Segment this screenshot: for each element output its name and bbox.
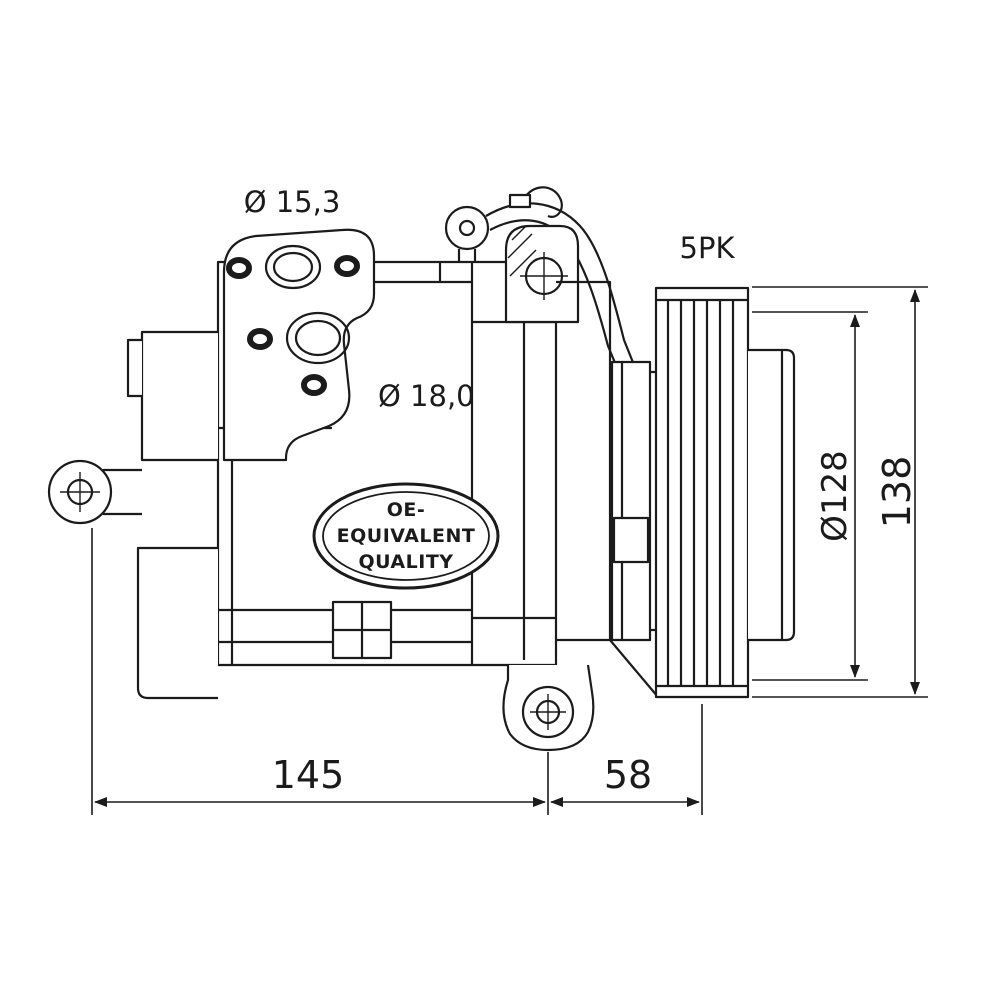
- dimension-overall-height: 138: [752, 286, 928, 698]
- port-hole-15-outer: [264, 244, 322, 290]
- label-port-15: Ø 15,3: [244, 185, 341, 219]
- badge-line-3: QUALITY: [358, 551, 453, 573]
- badge-line-1: OE-: [387, 499, 426, 521]
- bolt-hole-4: [301, 374, 327, 396]
- clutch-front-plate: [610, 360, 652, 642]
- dimension-pulley-width: 58: [550, 704, 703, 815]
- dimension-pulley-diameter: Ø128: [752, 311, 868, 681]
- clutch-pulley: [610, 286, 796, 699]
- label-belt-type: 5PK: [680, 231, 736, 265]
- dimension-label-pulley-diameter: Ø128: [815, 450, 855, 542]
- top-bracket-assembly: [444, 205, 580, 324]
- idler-cap: [444, 205, 490, 251]
- dimension-label-pulley-width: 58: [604, 753, 652, 797]
- port-hole-18-outer: [285, 311, 351, 365]
- pulley-rear-hub: [748, 348, 796, 642]
- dimension-label-overall-height: 138: [875, 456, 919, 529]
- port-hole-18-inner: [294, 319, 342, 357]
- badge-line-2: EQUIVALENT: [337, 525, 476, 547]
- port-bracket: [222, 228, 376, 462]
- bolt-hole-2: [334, 255, 360, 277]
- label-port-18: Ø 18,0: [378, 379, 475, 413]
- connector-block: [508, 193, 532, 209]
- bolt-hole-3: [247, 328, 273, 350]
- bolt-hole-1: [226, 257, 252, 279]
- port-hole-15-inner: [272, 251, 314, 283]
- dimension-body-length: 145: [91, 528, 549, 815]
- pulley-grooves: [654, 286, 750, 699]
- quality-badge: OE- EQUIVALENT QUALITY: [312, 482, 500, 590]
- rear-plate: [502, 280, 659, 752]
- dimension-label-body-length: 145: [272, 753, 345, 797]
- left-mounting-flange: [47, 330, 218, 700]
